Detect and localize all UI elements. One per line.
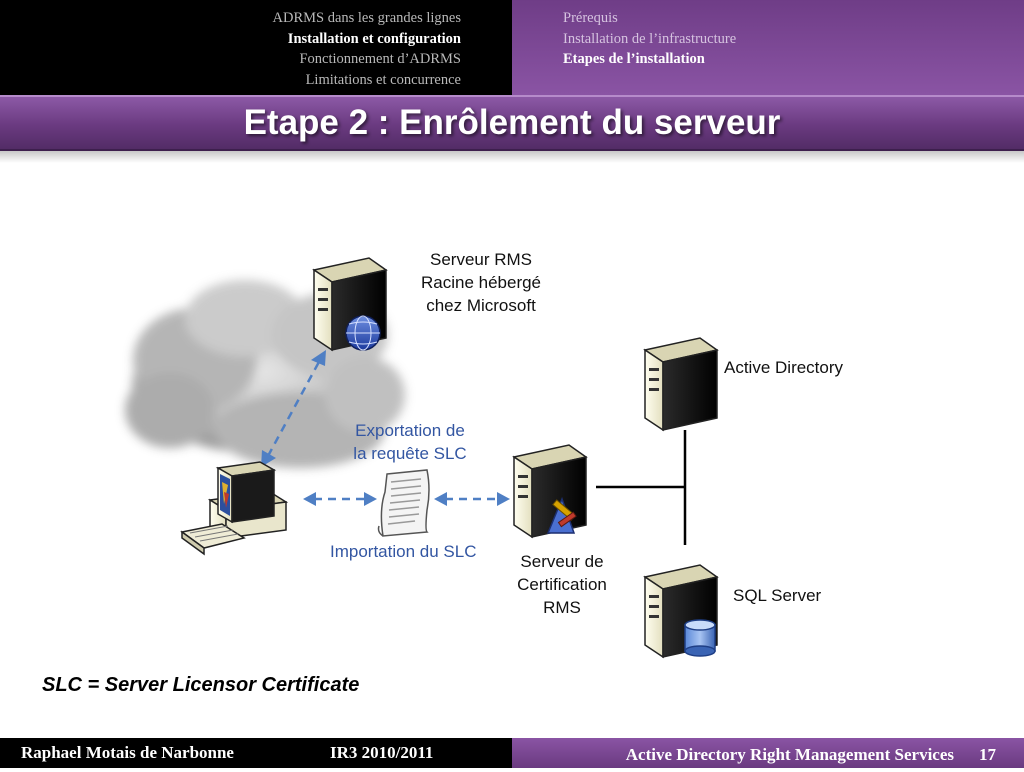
title-bar: Etape 2 : Enrôlement du serveur [0, 95, 1024, 151]
network-lines [596, 430, 687, 545]
server-globe-icon [312, 257, 388, 352]
cert-server-label-line1: Serveur de [520, 552, 604, 571]
nav-item-functioning[interactable]: Fonctionnement d’ADRMS [299, 51, 461, 67]
nav-item-prerequisites[interactable]: Prérequis [563, 10, 618, 26]
cert-server-label: Serveur de Certification RMS [494, 550, 630, 619]
server-tools-icon [512, 444, 588, 539]
nav-left-list: ADRMS dans les grandes lignes Installati… [273, 8, 462, 90]
footer-class: IR3 2010/2011 [330, 743, 434, 762]
nav-item-infrastructure[interactable]: Installation de l’infrastructure [563, 30, 737, 47]
document-icon [377, 469, 430, 537]
export-label: Exportation de la requête SLC [340, 419, 480, 465]
footer-author: Raphael Motais de Narbonne [21, 743, 234, 762]
cert-server-label-line3: RMS [543, 598, 581, 617]
active-directory-label: Active Directory [724, 358, 844, 377]
arrow-workstation-to-root [261, 350, 326, 467]
nav-right-panel: Prérequis Installation de l’infrastructu… [512, 0, 1024, 95]
root-server-label: Serveur RMS Racine hébergé chez Microsof… [402, 248, 560, 317]
nav-left-panel: ADRMS dans les grandes lignes Installati… [0, 0, 512, 95]
export-label-line2: la requête SLC [353, 444, 467, 463]
nav-right-list: Prérequis Installation de l’infrastructu… [563, 8, 736, 70]
nav-item-installation[interactable]: Installation et configuration [287, 30, 461, 47]
server-database-icon [643, 564, 719, 659]
slc-definition-note: SLC = Server Licensor Certificate [42, 674, 360, 696]
root-server-label-line1: Serveur RMS [429, 250, 533, 269]
root-server-label-line3: chez Microsoft [426, 296, 536, 315]
arrow-document-to-cert-server [434, 492, 510, 506]
import-label: Importation du SLC [330, 542, 477, 561]
nav-item-install-steps[interactable]: Etapes de l’installation [563, 51, 705, 67]
sql-server-label: SQL Server [733, 586, 822, 605]
footer-course-title: Active Directory Right Management Servic… [625, 745, 954, 764]
cert-server-label-line2: Certification [517, 575, 607, 594]
slide-title: Etape 2 : Enrôlement du serveur [243, 103, 781, 142]
server-icon [643, 337, 719, 432]
footer-page-number: 17 [979, 745, 996, 764]
nav-item-limitations[interactable]: Limitations et concurrence [305, 71, 461, 88]
footer-left-panel: Raphael Motais de Narbonne IR3 2010/2011 [0, 738, 512, 768]
nav-item-adrms-overview[interactable]: ADRMS dans les grandes lignes [272, 10, 462, 26]
export-label-line1: Exportation de [355, 421, 465, 440]
workstation-icon [180, 461, 289, 556]
root-server-label-line2: Racine hébergé [420, 273, 542, 292]
footer-right-panel: Active Directory Right Management Servic… [512, 738, 1024, 768]
cloud-icon [125, 280, 405, 468]
arrow-workstation-to-document [303, 492, 377, 506]
title-shadow [0, 151, 1024, 163]
